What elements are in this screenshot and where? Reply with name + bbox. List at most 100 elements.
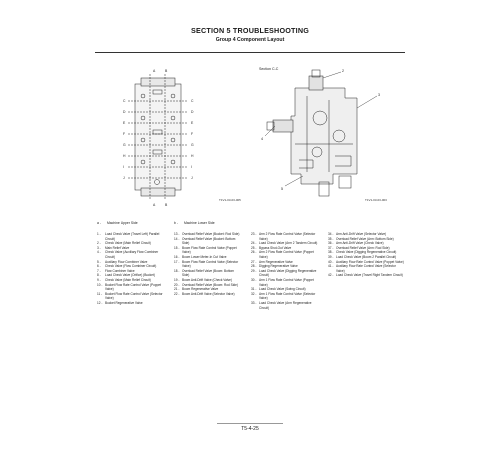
- row-label-left: D: [123, 110, 126, 114]
- spool-bore: [312, 110, 328, 126]
- legend-item: 3 -Main Relief Valve: [97, 246, 165, 251]
- legend-item-text: Auxiliary Flow Combiner Valve: [105, 259, 148, 264]
- legend-item-number: 14 -: [174, 236, 180, 241]
- legend-item-number: 38 -: [328, 250, 334, 255]
- legend-item: 26 -Arm 2 Flow Rate Control Valve (Poppe…: [251, 250, 319, 259]
- legend-item-number: 23 -: [251, 232, 257, 236]
- control-valve-diagram: A B A B C D E F G H I J C D E F G H I J …: [123, 67, 387, 206]
- legend-item-number: 9 -: [97, 277, 101, 282]
- legend-item-text: Load Check Valve (Arm Regenerative Circu…: [259, 300, 312, 310]
- lower-right-fitting: [338, 175, 352, 189]
- legend-item-number: 17 -: [174, 259, 180, 264]
- legend-item-number: 20 -: [174, 282, 180, 287]
- legend-item-text: Arm 2 Flow Rate Control Valve (Selector …: [259, 232, 316, 241]
- col-label-a: A: [153, 69, 156, 73]
- row-label-left: H: [123, 154, 126, 158]
- legend-item-number: 18 -: [174, 268, 180, 273]
- legend-item-text: Arm 1 Flow Rate Control Valve (Selector …: [259, 291, 316, 301]
- legend-item: 33 -Load Check Valve (Arm Regenerative C…: [251, 301, 319, 310]
- legend-item-text: Bypass Shut-Out Valve: [259, 245, 292, 250]
- legend-item: 23 -Arm 2 Flow Rate Control Valve (Selec…: [251, 232, 319, 241]
- legend-item-text: Check Valve (Main Relief Circuit): [105, 277, 151, 282]
- valve-front-view: [128, 74, 188, 200]
- legend-item-text: Load Check Valve (Swing Circuit): [259, 287, 306, 292]
- legend-column-3: 23 -Arm 2 Flow Rate Control Valve (Selec…: [251, 232, 319, 310]
- legend-item: 30 -Arm 1 Flow Rate Control Valve (Poppe…: [251, 278, 319, 287]
- legend-item: 11 -Bucket Flow Rate Control Valve (Sele…: [97, 292, 165, 301]
- legend-item: 36 -Arm Anti-Drift Valve (Check Valve): [328, 241, 404, 246]
- caption-b-letter: b -: [174, 221, 178, 225]
- legend-item-text: Overload Relief Valve (Arm: Bottom Side): [336, 236, 394, 241]
- legend-item-number: 4 -: [97, 250, 101, 255]
- legend-item-text: Boom Flow Rate Control Valve (Selector V…: [182, 259, 239, 269]
- caption-a-letter: a -: [97, 221, 101, 225]
- right-figure-code: T1V1-03-03-003: [365, 198, 387, 202]
- legend-item: 13 -Overload Relief Valve (Bucket: Rod S…: [174, 232, 242, 237]
- spool-bore: [311, 146, 323, 158]
- legend-item-number: 28 -: [251, 264, 257, 269]
- legend-item: 22 -Boom Anti-Drift Valve (Selector Valv…: [174, 292, 242, 297]
- legend-item-number: 5 -: [97, 259, 101, 264]
- row-label-left: E: [123, 121, 126, 125]
- legend-item-text: Boom Lower Meter-In Cut Valve: [182, 254, 227, 259]
- legend-item-text: Bucket Flow Rate Control Valve (Poppet V…: [105, 282, 161, 292]
- row-label-right: I: [191, 165, 192, 169]
- legend-item-text: Load Check Valve (Arm 2 Tandem Circuit): [259, 241, 318, 246]
- legend-item: 34 -Arm Anti-Drift Valve (Selector Valve…: [328, 232, 404, 237]
- valve-block-outline: [134, 83, 182, 191]
- valve-body-section: [290, 87, 358, 185]
- legend-item-text: Arm 1 Flow Rate Control Valve (Poppet Va…: [259, 277, 314, 287]
- legend-item: 31 -Load Check Valve (Swing Circuit): [251, 287, 319, 292]
- valve-bottom-cap: [140, 187, 176, 197]
- leader-line: [264, 125, 276, 137]
- legend-item-number: 1 -: [97, 232, 101, 236]
- valve-port: [170, 137, 176, 143]
- valve-port: [154, 179, 160, 185]
- row-label-left: C: [123, 99, 126, 103]
- legend-item-number: 8 -: [97, 273, 101, 278]
- legend-item-text: Auxiliary Flow Rate Control Valve (Selec…: [336, 264, 396, 273]
- caption-b: b - Machine Lower Side: [174, 221, 215, 225]
- legend-item-text: Boom Anti-Drift Valve (Check Valve): [182, 277, 232, 282]
- row-label-left: F: [123, 132, 125, 136]
- row-label-right: E: [191, 121, 194, 125]
- legend-item-number: 34 -: [328, 232, 334, 236]
- legend-item-text: Load Check Valve (Travel Left) Parallel …: [105, 232, 160, 241]
- legend-item-text: Overload Relief Valve (Bucket: Rod Side): [182, 232, 240, 236]
- valve-port: [140, 115, 146, 121]
- legend-item: 10 -Bucket Flow Rate Control Valve (Popp…: [97, 283, 165, 292]
- row-label-left: J: [123, 176, 125, 180]
- valve-port: [140, 137, 146, 143]
- valve-section-view: [266, 69, 358, 197]
- legend-item: 14 -Overload Relief Valve (Bucket: Botto…: [174, 237, 242, 246]
- legend-item-number: 25 -: [251, 245, 257, 250]
- row-label-right: J: [191, 176, 193, 180]
- legend-item-number: 30 -: [251, 277, 257, 282]
- legend-item-text: Arm Regenerative Valve: [259, 259, 293, 264]
- col-label-b-bottom: B: [165, 203, 168, 206]
- internal-passage: [335, 155, 352, 167]
- legend-column-1: 1 - Load Check Valve (Travel Left) Parall…: [97, 232, 165, 306]
- upper-cap: [311, 69, 321, 78]
- legend-item-number: 21 -: [174, 287, 180, 292]
- section-letters: A B A B C D E F G H I J C D E F G H I J: [123, 69, 194, 206]
- legend-item-text: Load Check Valve (Travel Right Tandem Ci…: [336, 273, 403, 278]
- legend-item: 39 -Load Check Valve (Boom 2 Parallel Ci…: [328, 255, 404, 260]
- legend-item: 35 -Overload Relief Valve (Arm: Bottom S…: [328, 237, 404, 242]
- legend-item-number: 24 -: [251, 241, 257, 246]
- row-label-left: I: [123, 165, 124, 169]
- legend-item-text: Arm Anti-Drift Valve (Check Valve): [336, 241, 384, 246]
- legend-item-number: 12 -: [97, 300, 103, 305]
- legend-item-text: Check Valve (Flow Combiner Circuit): [105, 264, 157, 269]
- legend-item-number: 3 -: [97, 245, 101, 250]
- legend-item-text: Arm 2 Flow Rate Control Valve (Poppet Va…: [259, 250, 314, 259]
- legend-item-text: Overload Relief Valve (Bucket: Bottom Si…: [182, 236, 236, 246]
- valve-top-cap: [140, 77, 176, 87]
- spool-bore: [332, 129, 346, 143]
- legend-item-number: 19 -: [174, 277, 180, 282]
- legend-item-number: 10 -: [97, 282, 103, 287]
- legend-item-text: Load Check Valve (Digging Regenerative C…: [259, 268, 317, 278]
- valve-plug: [152, 129, 163, 135]
- legend-item: 29 -Load Check Valve (Digging Regenerati…: [251, 269, 319, 278]
- row-label-right: D: [191, 110, 194, 114]
